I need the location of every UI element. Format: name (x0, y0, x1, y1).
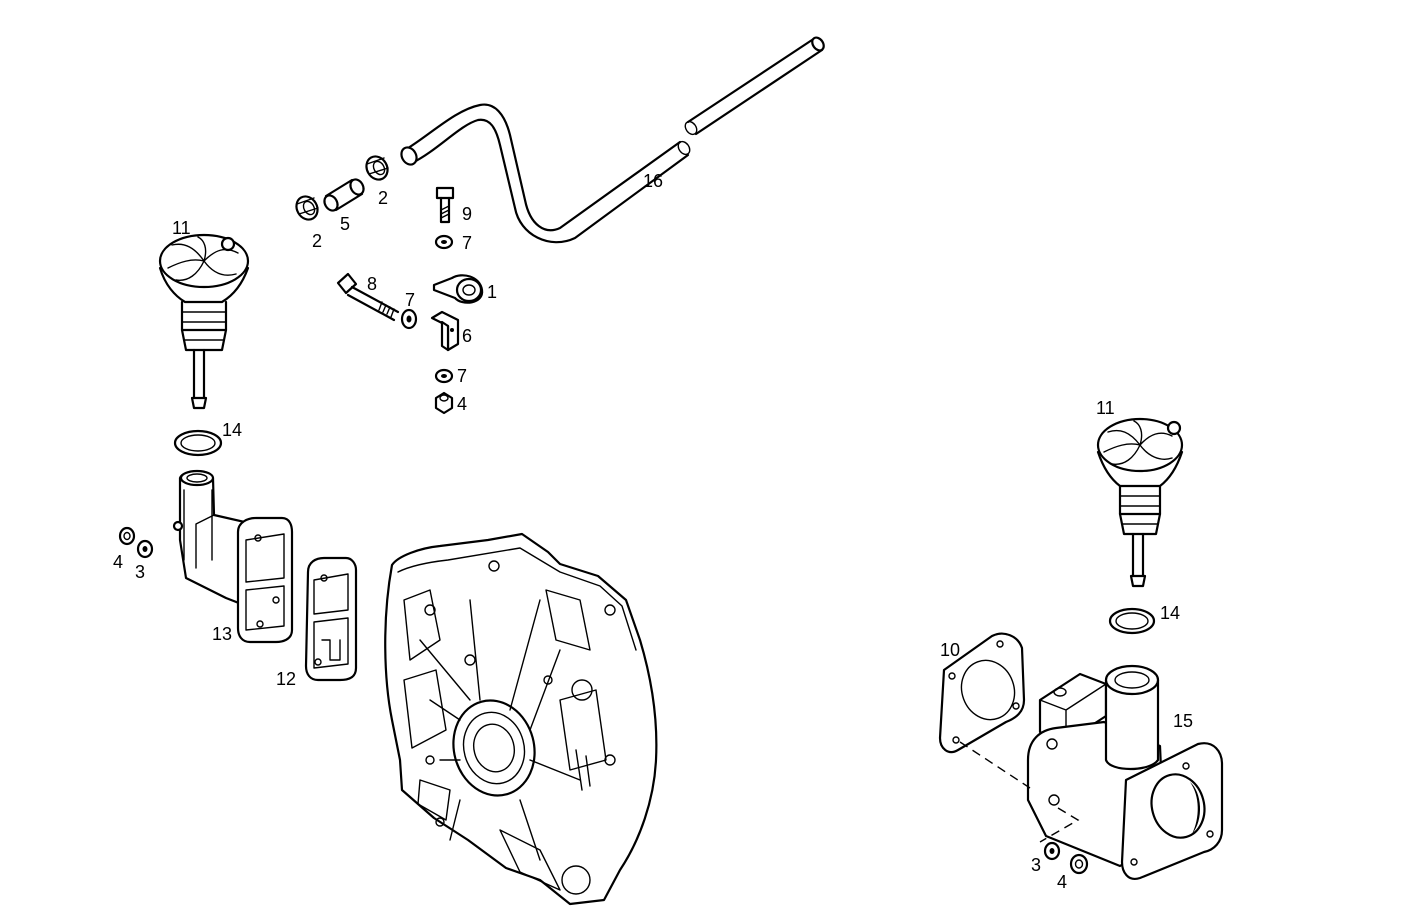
callout-1: 1 (487, 282, 497, 302)
callout-3: 3 (135, 562, 145, 582)
lock-washer-part (1043, 841, 1061, 861)
callout-12: 12 (276, 669, 296, 689)
pipe-clip-part (432, 274, 484, 304)
lock-washer-part (136, 539, 154, 559)
callout-7: 7 (405, 290, 415, 310)
callout-11: 11 (172, 218, 191, 238)
filler-neck-housing-part (172, 469, 294, 644)
callout-5: 5 (340, 214, 350, 234)
nut-part (434, 391, 454, 415)
callout-8: 8 (367, 274, 377, 294)
callout-3: 3 (1031, 855, 1041, 875)
washer-part (400, 308, 418, 330)
nut-part (1069, 853, 1089, 875)
hose-clamp-part (365, 155, 389, 181)
o-ring-part (1108, 607, 1156, 635)
callout-13: 13 (212, 624, 232, 644)
callout-6: 6 (462, 326, 472, 346)
filler-neck-housing-part (959, 664, 1224, 880)
callout-11: 11 (1096, 398, 1115, 418)
callout-16: 16 (643, 171, 663, 191)
callout-4: 4 (457, 394, 467, 414)
callout-2: 2 (378, 188, 388, 208)
callout-14: 14 (222, 420, 242, 440)
bolt-part (435, 186, 455, 224)
washer-part (434, 234, 454, 250)
callout-9: 9 (462, 204, 472, 224)
pipe-connector-part (323, 178, 365, 212)
callout-labels: 1 2 2 5 9 7 8 7 6 7 4 16 11 14 4 3 13 12… (113, 171, 1193, 892)
breather-cap-part (158, 233, 250, 410)
breather-hose-part (400, 36, 825, 244)
callout-2: 2 (312, 231, 322, 251)
gasket-part (938, 632, 1026, 754)
hose-clamp-part (295, 195, 319, 221)
callout-4: 4 (113, 552, 123, 572)
bracket-part (430, 310, 460, 352)
transmission-housing-part (384, 532, 658, 906)
callout-15: 15 (1173, 711, 1193, 731)
callout-7: 7 (457, 366, 467, 386)
breather-cap-part (1096, 417, 1184, 588)
callout-4: 4 (1057, 872, 1067, 892)
o-ring-part (173, 429, 223, 457)
gasket-part (304, 556, 358, 682)
callout-14: 14 (1160, 603, 1180, 623)
callout-10: 10 (940, 640, 960, 660)
callout-7: 7 (462, 233, 472, 253)
long-bolt-part (336, 272, 400, 322)
washer-part (434, 368, 454, 384)
nut-part (118, 526, 136, 546)
